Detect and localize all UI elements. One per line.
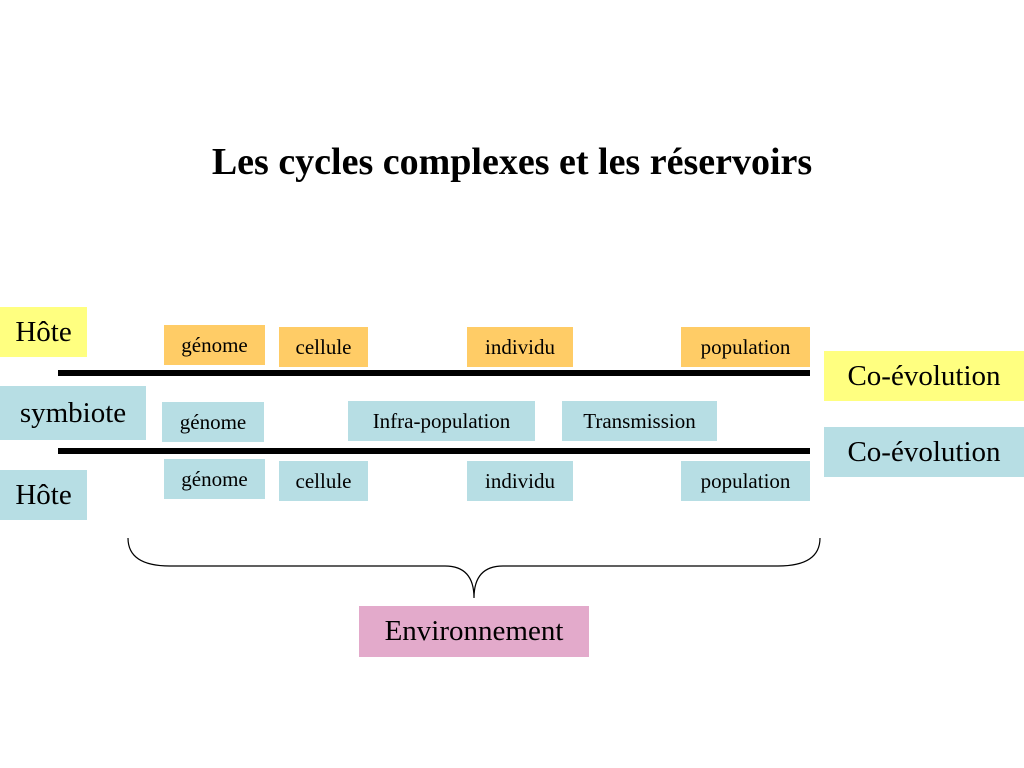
coevolution-label-bottom: Co-évolution <box>824 427 1024 477</box>
host-bottom-item-population: population <box>681 461 810 501</box>
host-bottom-item-individu: individu <box>467 461 573 501</box>
host-symbiote-bottom-line <box>58 448 810 454</box>
row-label-host-bottom: Hôte <box>0 470 87 520</box>
host-top-item-individu: individu <box>467 327 573 367</box>
symbiote-item-transmission: Transmission <box>562 401 717 441</box>
symbiote-item-genome: génome <box>162 402 264 442</box>
host-top-item-genome: génome <box>164 325 265 365</box>
coevolution-label-top: Co-évolution <box>824 351 1024 401</box>
row-label-host-top: Hôte <box>0 307 87 357</box>
row-label-symbiote: symbiote <box>0 386 146 440</box>
host-top-item-population: population <box>681 327 810 367</box>
host-bottom-item-cellule: cellule <box>279 461 368 501</box>
environment-box: Environnement <box>359 606 589 657</box>
host-symbiote-top-line <box>58 370 810 376</box>
host-bottom-item-genome: génome <box>164 459 265 499</box>
symbiote-item-infra-population: Infra-population <box>348 401 535 441</box>
brace-path <box>127 537 821 599</box>
page-title: Les cycles complexes et les réservoirs <box>211 141 813 183</box>
host-top-item-cellule: cellule <box>279 327 368 367</box>
